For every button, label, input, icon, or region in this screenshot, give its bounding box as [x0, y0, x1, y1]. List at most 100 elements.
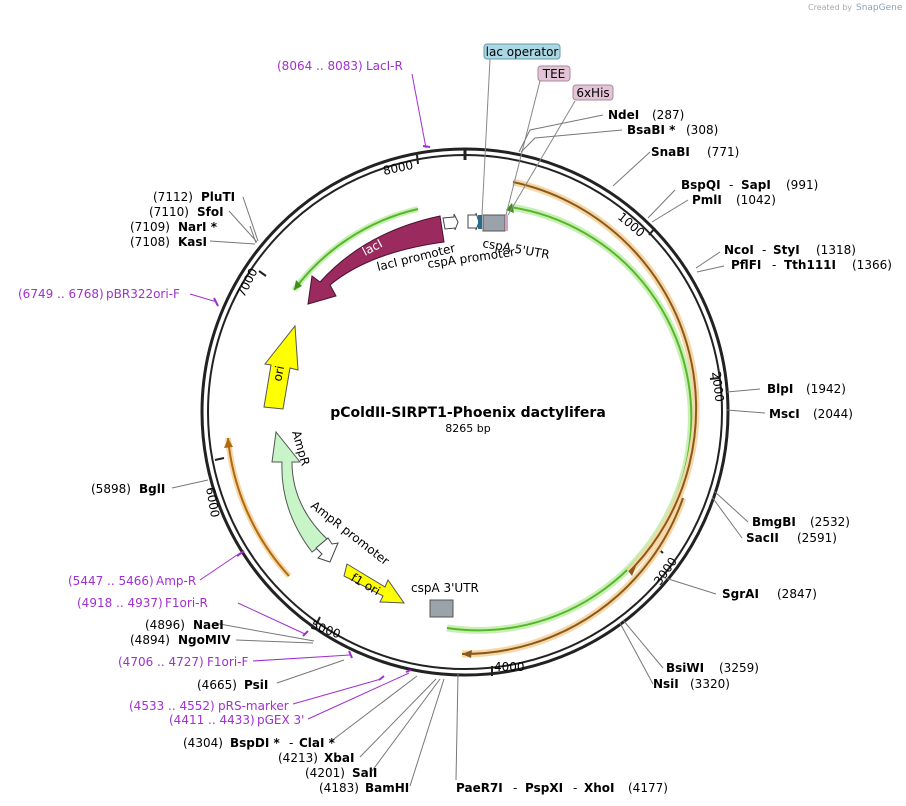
site-name: BspDI * [230, 736, 280, 750]
primer-prs-marker[interactable]: (4533 .. 4552) pRS-marker [129, 699, 289, 713]
primer-amp-r[interactable]: (5447 .. 5466) Amp-R [68, 574, 196, 588]
cspa-promoter-feature[interactable] [467, 212, 480, 231]
site-name: PmlI [692, 193, 722, 207]
cspa-5utr-feature[interactable] [482, 214, 506, 232]
primer-name: LacI-R [366, 59, 403, 73]
site-ngomiv[interactable]: (4894) NgoMIV [130, 633, 231, 647]
site-pos: (4183) [319, 781, 359, 795]
primer-f1ori-r[interactable]: (4918 .. 4937) F1ori-R [77, 596, 208, 610]
site-bsabi[interactable]: BsaBI * (308) [627, 123, 718, 137]
site-sep: - [289, 736, 293, 750]
site-name: NarI * [178, 220, 218, 234]
site-sacii[interactable]: SacII (2591) [746, 531, 837, 545]
primer-leaders [189, 73, 427, 720]
site-pos: (1042) [736, 193, 776, 207]
site-pos: (4665) [197, 678, 237, 692]
primer-marks [213, 145, 431, 681]
orf-orange-arrowhead-2 [462, 650, 472, 658]
site-name2: StyI [773, 243, 800, 257]
plasmid-size: 8265 bp [445, 422, 490, 435]
site-pflfi-tth111i[interactable]: PflFI - Tth111I (1366) [731, 258, 892, 272]
primer-range: (6749 .. 6768) [18, 287, 104, 301]
site-name: BsaBI * [627, 123, 676, 137]
site-kasi[interactable]: (7108) KasI [130, 235, 207, 249]
site-pluti[interactable]: (7112) PluTI [153, 190, 235, 204]
credit-snapgene-logo: SnapGene [856, 3, 903, 13]
his-callout[interactable]: 6xHis [507, 84, 614, 216]
site-bmgbi[interactable]: BmgBI (2532) [752, 515, 850, 529]
f1-ori-label: f1 ori [349, 570, 383, 598]
site-name: BglI [139, 482, 165, 496]
site-msci[interactable]: MscI (2044) [769, 407, 853, 421]
site-name: PflFI [731, 258, 761, 272]
primer-laci-r[interactable]: (8064 .. 8083) LacI-R [277, 59, 403, 73]
lac-operator-callout[interactable]: lac operator [481, 43, 561, 216]
site-bspdi-clai[interactable]: (4304) BspDI * - ClaI * [183, 736, 336, 750]
tee-his-mark[interactable] [505, 215, 508, 231]
cspa-3utr-feature[interactable] [429, 599, 454, 618]
site-pos: (771) [707, 145, 739, 159]
lac-operator-label: lac operator [486, 45, 559, 59]
site-name: MscI [769, 407, 800, 421]
primer-range: (8064 .. 8083) [277, 59, 363, 73]
laci-feature[interactable] [307, 215, 445, 305]
site-pos: (308) [686, 123, 718, 137]
site-name: KasI [178, 235, 207, 249]
primer-pgex-3[interactable]: (4411 .. 4433) pGEX 3' [169, 713, 304, 727]
site-blpi[interactable]: BlpI (1942) [767, 382, 846, 396]
primer-name: F1ori-R [165, 596, 208, 610]
site-name: NdeI [608, 108, 639, 122]
laci-promoter-feature[interactable] [442, 213, 459, 231]
orf-orange-halo-1 [512, 178, 700, 575]
site-bspqi-sapi[interactable]: BspQI - SapI (991) [681, 178, 818, 192]
site-ncoi-styi[interactable]: NcoI - StyI (1318) [724, 243, 856, 257]
site-pos: (3259) [719, 661, 759, 675]
ori-feature[interactable] [263, 324, 299, 410]
site-leaders-right [455, 114, 766, 781]
lac-operator-mark[interactable] [478, 215, 482, 229]
site-name: SnaBI [651, 145, 690, 159]
site-sgrai[interactable]: SgrAI (2847) [722, 587, 817, 601]
site-psii[interactable]: (4665) PsiI [197, 678, 268, 692]
ampr-feature[interactable] [271, 430, 329, 553]
site-bsiwi[interactable]: BsiWI (3259) [666, 661, 759, 675]
site-paer7i-pspxi-xhoi[interactable]: PaeR7I - PspXI - XhoI (4177) [456, 781, 668, 795]
site-xbai[interactable]: (4213) XbaI [278, 751, 354, 765]
site-pos: (2591) [797, 531, 837, 545]
site-sali[interactable]: (4201) SalI [305, 766, 377, 780]
site-name2: Tth111I [784, 258, 836, 272]
site-ndei[interactable]: NdeI (287) [608, 108, 684, 122]
primer-f1ori-f[interactable]: (4706 .. 4727) F1ori-F [118, 655, 248, 669]
site-pos: (4213) [278, 751, 318, 765]
site-pos: (287) [652, 108, 684, 122]
site-sfoi[interactable]: (7110) SfoI [149, 205, 224, 219]
site-nari[interactable]: (7109) NarI * [130, 220, 218, 234]
site-name: PaeR7I [456, 781, 503, 795]
primer-name: pRS-marker [218, 699, 289, 713]
ampr-promoter-feature[interactable] [315, 537, 339, 563]
site-snabi[interactable]: SnaBI (771) [651, 145, 739, 159]
cspa-3utr-label: cspA 3'UTR [411, 581, 479, 595]
site-bgli[interactable]: (5898) BglI [91, 482, 165, 496]
site-bamhi[interactable]: (4183) BamHI [319, 781, 409, 795]
site-naei[interactable]: (4896) NaeI [145, 618, 224, 632]
primer-name: Amp-R [156, 574, 196, 588]
site-name: BmgBI [752, 515, 796, 529]
site-leaders-left [171, 196, 445, 787]
site-name: SgrAI [722, 587, 759, 601]
site-pos: (991) [786, 178, 818, 192]
site-nsii[interactable]: NsiI (3320) [653, 677, 730, 691]
primer-pbr322ori-f[interactable]: (6749 .. 6768) pBR322ori-F [18, 287, 180, 301]
site-pos: (7108) [130, 235, 170, 249]
site-pos: (4896) [145, 618, 185, 632]
tee-label: TEE [542, 67, 566, 81]
f1-ori-feature[interactable] [343, 563, 405, 604]
orf-green-arrowhead [506, 203, 514, 213]
tee-callout[interactable]: TEE [505, 65, 571, 216]
orf-green-left-arc [293, 208, 419, 291]
tick-label-8000: 8000 [382, 158, 415, 178]
site-pmli[interactable]: PmlI (1042) [692, 193, 776, 207]
primer-range: (4918 .. 4937) [77, 596, 163, 610]
site-name2: SapI [741, 178, 771, 192]
